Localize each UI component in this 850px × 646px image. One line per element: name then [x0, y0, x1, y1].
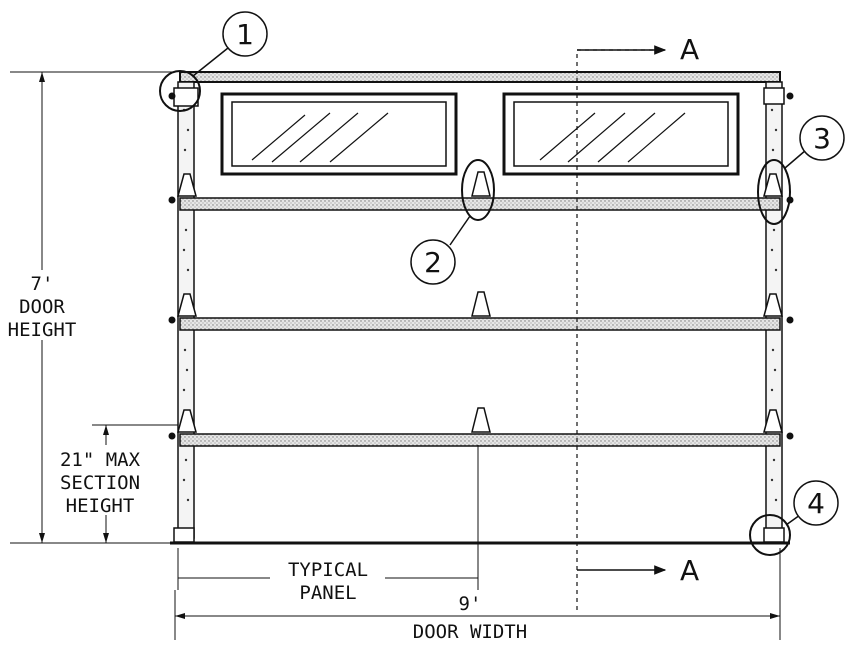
section-height-line3: HEIGHT	[66, 495, 135, 517]
callout-3: 3	[799, 115, 845, 161]
detail-circle-4	[749, 514, 801, 556]
section-height-line2: SECTION	[60, 472, 140, 494]
svg-text:1: 1	[236, 18, 254, 51]
callout-4: 4	[793, 480, 839, 526]
typical-panel-line2: PANEL	[299, 582, 356, 604]
svg-text:4: 4	[807, 487, 825, 520]
top-rail	[179, 71, 781, 83]
door-width-label: DOOR WIDTH	[413, 621, 527, 643]
detail-circle-1	[159, 47, 229, 112]
section-rail-1	[179, 197, 781, 211]
callout-1: 1	[222, 11, 268, 57]
window-right	[502, 92, 740, 176]
door-width-value: 9'	[459, 593, 482, 615]
door-height-dimension: 7' DOOR HEIGHT	[8, 71, 175, 544]
svg-text:3: 3	[813, 122, 831, 155]
section-cut-line: A A	[576, 33, 699, 610]
section-height-dimension: 21" MAX SECTION HEIGHT	[60, 424, 178, 543]
typical-panel-line1: TYPICAL	[288, 559, 368, 581]
section-marker-bottom: A	[680, 554, 699, 587]
detail-circle-3	[757, 149, 807, 225]
callout-2: 2	[410, 239, 456, 285]
stile-dots	[182, 108, 778, 502]
door-width-dimension: 9' DOOR WIDTH	[174, 548, 781, 645]
hinge-hardware	[168, 87, 794, 543]
section-marker-top: A	[680, 33, 699, 66]
window-left	[220, 92, 458, 176]
section-height-line1: 21" MAX	[60, 449, 141, 471]
detail-circle-2	[449, 159, 495, 246]
typical-panel-dimension: TYPICAL PANEL	[177, 445, 479, 604]
svg-text:2: 2	[424, 246, 442, 279]
door-height-line1: DOOR	[19, 296, 65, 318]
section-rail-2	[179, 317, 781, 331]
door-height-value: 7'	[31, 273, 54, 295]
door-height-line2: HEIGHT	[8, 319, 77, 341]
section-rail-3	[179, 433, 781, 447]
